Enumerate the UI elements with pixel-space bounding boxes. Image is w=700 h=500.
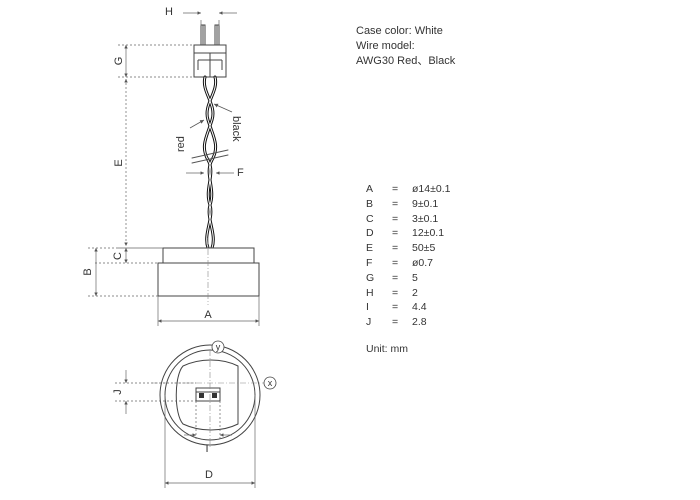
dim-label-A: A [204,309,212,321]
spec-eq: = [392,183,399,195]
spec-eq: = [392,301,399,314]
dim-G [118,44,194,78]
spec-eq: = [392,286,399,299]
dim-A [157,296,260,326]
dim-label-G: G [113,57,125,66]
spec-value: 2.8 [412,316,427,329]
spec-value: 50±5 [412,242,436,255]
spec-key: G [366,271,375,284]
spec-key: B [366,197,374,210]
dim-B [88,247,163,297]
dim-J [115,370,196,414]
wire-leaders [189,103,233,129]
wire-model-label: Wire model: [356,40,415,52]
spec-key: E [366,242,374,255]
spec-eq: = [392,271,399,284]
axis-label-y: y [216,342,221,352]
spec-key: C [366,212,374,225]
dim-label-J: J [112,389,124,395]
info-block: Case color: White Wire model: AWG30 Red、… [356,24,455,69]
dim-label-F: F [237,167,244,179]
spec-eq: = [392,197,399,210]
axis-x-marker [263,376,277,390]
spec-key: A [366,183,374,195]
spec-value: 9±0.1 [412,197,439,210]
spec-value: 3±0.1 [412,212,439,225]
connector [193,24,227,78]
wire-label-black: black [230,116,242,142]
spec-key: D [366,227,374,240]
sensor-case-side [157,247,260,297]
dim-H [183,11,237,26]
spec-eq: = [392,227,399,240]
axis-label-x: x [268,378,273,388]
unit-label: Unit: mm [366,343,408,355]
wire-model-value: AWG30 Red、Black [356,55,456,67]
spec-eq: = [392,242,399,255]
spec-key: F [366,256,373,269]
dim-D [164,395,256,488]
dim-label-B: B [82,268,94,275]
spec-eq: = [392,316,399,329]
spec-eq: = [392,212,399,225]
spec-key: H [366,286,374,299]
spec-value: ø14±0.1 [412,183,451,195]
spec-value: ø0.7 [412,256,434,269]
spec-value: 12±0.1 [412,227,445,240]
spec-key: I [366,301,369,314]
wire-label-red: red [175,136,187,152]
spec-value: 4.4 [412,301,427,314]
dim-I [184,401,232,440]
dim-label-I: I [205,443,208,455]
spec-value: 5 [412,271,418,284]
dim-label-E: E [113,159,125,166]
dim-E [118,79,163,249]
dim-C [95,248,158,264]
dim-label-D: D [205,469,213,481]
case-color-text: Case color: White [356,25,443,37]
twisted-wires [191,75,229,250]
spec-key: J [366,316,372,329]
axis-y-marker [211,340,225,354]
spec-value: 2 [412,286,418,299]
spec-eq: = [392,256,399,269]
dim-label-C: C [112,252,124,260]
dim-label-H: H [165,6,173,18]
